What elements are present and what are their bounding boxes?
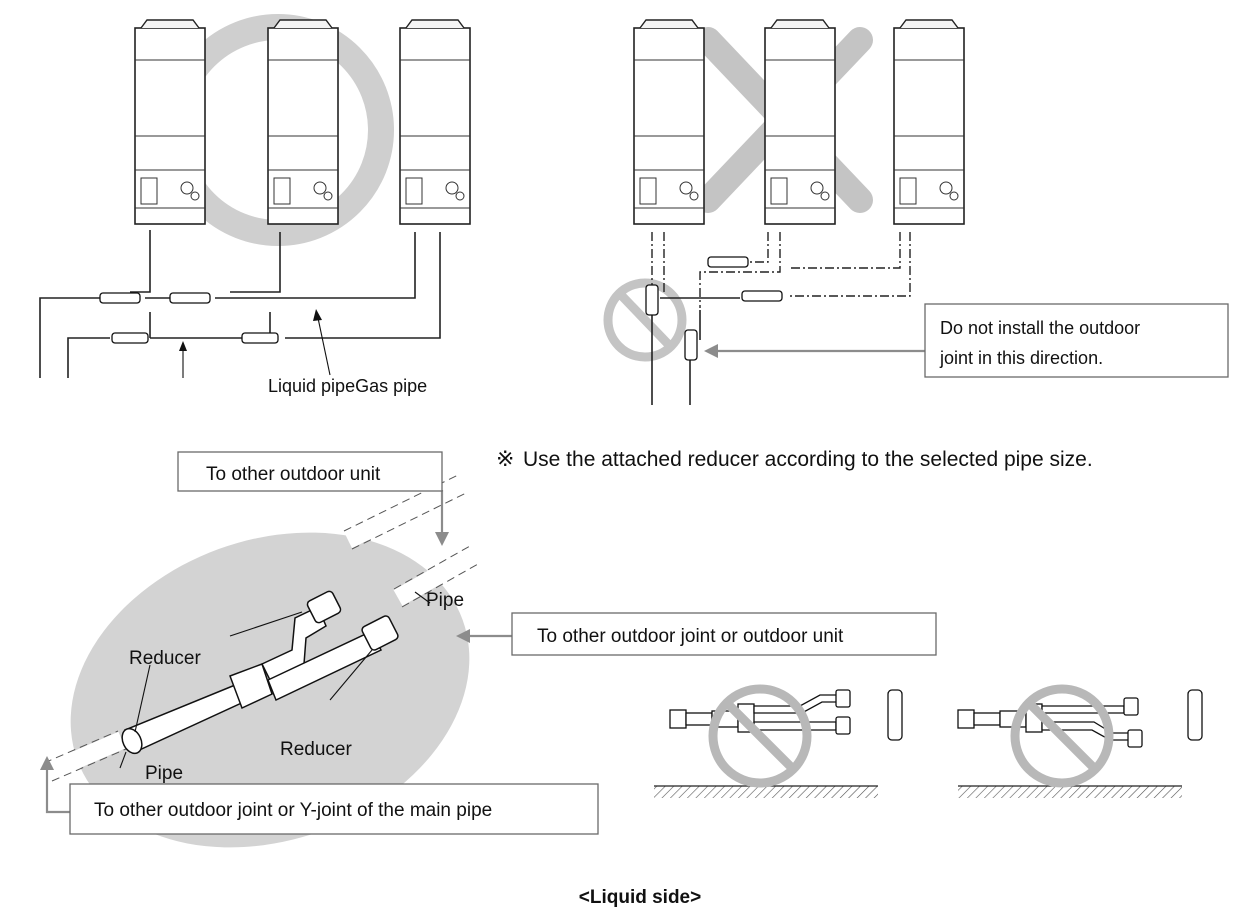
warning-box xyxy=(924,303,1229,378)
to-other-outdoor-joint-or-unit-box xyxy=(511,612,937,656)
to-other-outdoor-unit-label: To other outdoor unit xyxy=(206,464,381,485)
outdoor-unit-3 xyxy=(399,19,471,225)
no-mark-left xyxy=(708,684,812,788)
caption-liquid-side: <Liquid side> xyxy=(579,887,701,908)
floor-hatch-left xyxy=(654,786,878,798)
outdoor-joint-gas-2 xyxy=(169,292,211,304)
outdoor-joint-liquid-2 xyxy=(241,332,279,344)
joint-detail-diagram: To other outdoor unit To other outdoor j… xyxy=(40,451,937,848)
note-text: Use the attached reducer according to th… xyxy=(523,448,1093,471)
floor-hatch-right xyxy=(958,786,1182,798)
reducer-note: ※ Use the attached reducer according to … xyxy=(496,446,1093,471)
note-symbol: ※ xyxy=(496,446,514,471)
outdoor-joint-gas-1 xyxy=(99,292,141,304)
pipe-label-upper: Pipe xyxy=(426,590,464,611)
outdoor-unit-6 xyxy=(893,19,965,225)
no-mark-right xyxy=(1010,684,1114,788)
correct-installation-diagram: Liquid pipeGas pipe xyxy=(39,14,471,396)
reducer-label-upper: Reducer xyxy=(129,648,201,669)
to-other-outdoor-joint-or-yjoint-label: To other outdoor joint or Y-joint of the… xyxy=(94,800,492,821)
warning-text-line1: Do not install the outdoor xyxy=(940,318,1140,338)
wrong-joint-2 xyxy=(684,329,698,361)
wrong-joint-1 xyxy=(645,284,659,316)
y-joint xyxy=(121,590,399,755)
outdoor-unit-2 xyxy=(267,19,339,225)
outdoor-unit-4 xyxy=(633,19,705,225)
to-other-outdoor-unit-box xyxy=(177,451,443,492)
liquid-gas-pipe-label: Liquid pipeGas pipe xyxy=(268,376,427,396)
to-other-outdoor-joint-or-yjoint-box xyxy=(69,783,599,835)
pipe-label-lower: Pipe xyxy=(145,763,183,784)
outdoor-joint-liquid-1 xyxy=(111,332,149,344)
wrong-orientation-diagrams xyxy=(654,684,1203,798)
wrong-installation-diagram: Do not install the outdoor joint in this… xyxy=(603,19,1229,405)
warning-text-line2: joint in this direction. xyxy=(939,348,1103,368)
wrong-joint-3 xyxy=(707,256,749,268)
reducer-label-lower: Reducer xyxy=(280,739,352,760)
outdoor-unit-1 xyxy=(134,19,206,225)
to-other-outdoor-joint-or-unit-label: To other outdoor joint or outdoor unit xyxy=(537,626,844,647)
no-mark-circle xyxy=(603,278,687,362)
wrong-joint-4 xyxy=(741,290,783,302)
outdoor-unit-5 xyxy=(764,19,836,225)
